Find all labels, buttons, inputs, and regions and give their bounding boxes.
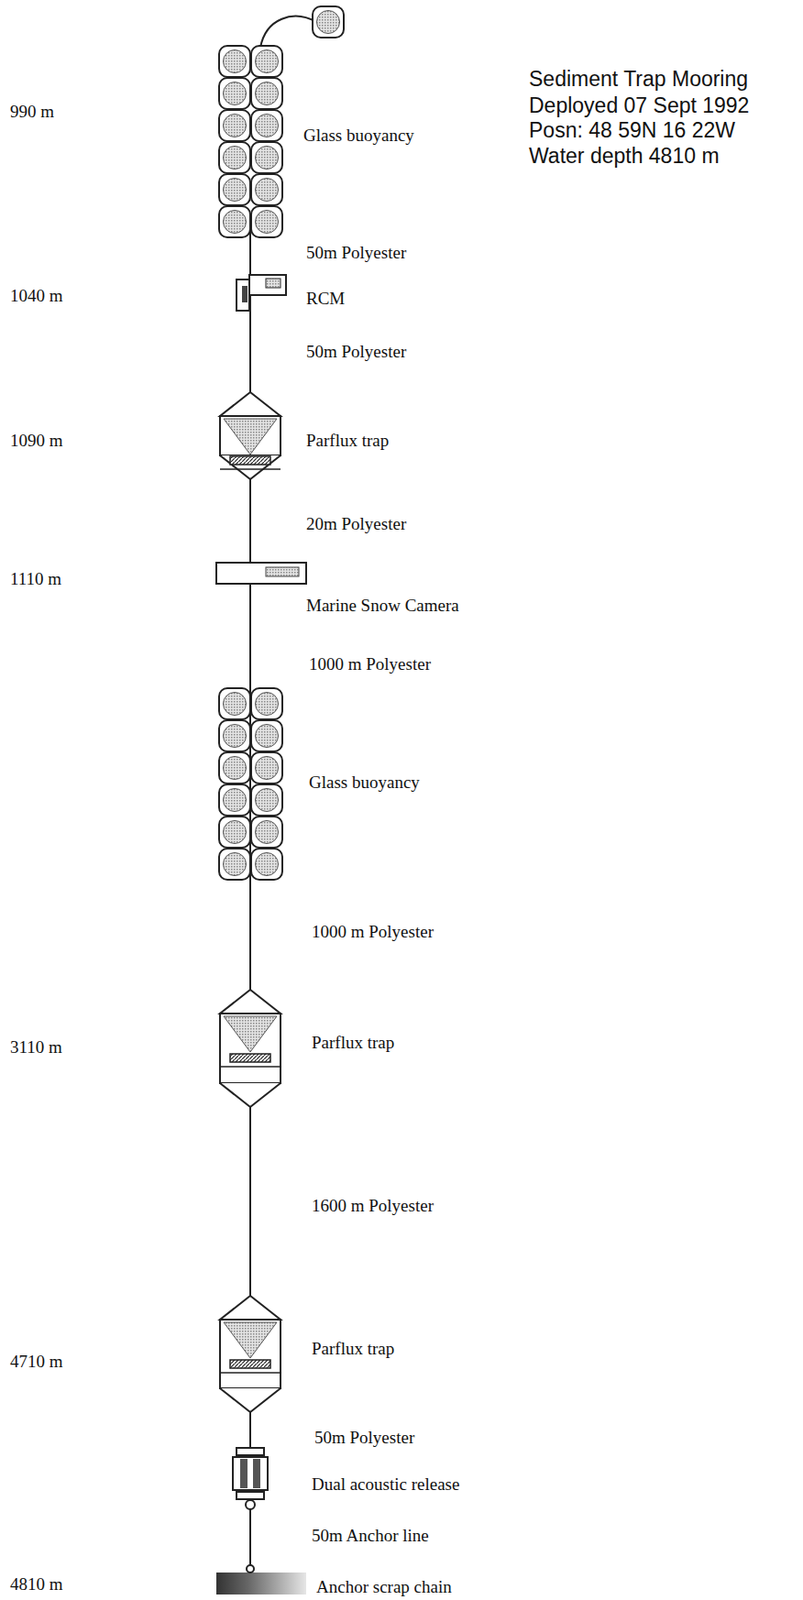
parflux-trap	[220, 990, 281, 1108]
buoy-sphere	[223, 821, 247, 845]
component-label: 50m Polyester	[314, 1428, 415, 1449]
component-label: Parflux trap	[306, 430, 389, 451]
component-label: 1000 m Polyester	[311, 922, 434, 943]
buoy-case	[251, 174, 283, 206]
component-label: 1000 m Polyester	[308, 654, 431, 675]
glass-buoyancy	[219, 688, 283, 880]
buoy-case	[251, 688, 283, 720]
buoy-sphere	[255, 757, 279, 781]
buoy-case	[219, 174, 251, 206]
buoy-sphere	[255, 146, 279, 170]
buoy-case	[312, 6, 344, 38]
buoy-case	[219, 142, 251, 174]
buoy-sphere	[223, 114, 247, 138]
depth-label: 4710 m	[10, 1352, 64, 1373]
buoy-case	[219, 784, 251, 816]
component-label: 50m Polyester	[306, 341, 407, 363]
depth-label: 3110 m	[10, 1037, 63, 1058]
component-label: Glass buoyancy	[303, 125, 415, 146]
buoy-sphere	[223, 693, 247, 716]
current-meter	[236, 275, 286, 311]
buoy-sphere	[255, 725, 279, 748]
buoy-sphere	[223, 725, 247, 748]
component-label: Parflux trap	[311, 1339, 395, 1360]
buoy-sphere	[255, 789, 279, 813]
parflux-trap	[220, 1296, 281, 1413]
buoy-case	[251, 77, 283, 110]
component-label: 20m Polyester	[306, 514, 407, 535]
title: Sediment Trap Mooring	[528, 66, 748, 93]
component-label: Dual acoustic release	[311, 1474, 460, 1496]
buoy-case	[251, 848, 283, 880]
water-depth: Water depth 4810 m	[528, 143, 720, 168]
buoy-sphere	[255, 50, 279, 74]
buoy-case	[219, 848, 251, 880]
component-label: Parflux trap	[311, 1033, 395, 1054]
buoy-sphere	[223, 146, 247, 170]
buoy-case	[251, 45, 283, 77]
parflux-trap	[220, 392, 281, 480]
buoy-case	[251, 784, 283, 816]
component-label: 50m Polyester	[306, 242, 407, 264]
buoy-case	[219, 45, 251, 77]
buoy-case	[251, 752, 283, 784]
buoy-case	[251, 720, 283, 752]
buoy-sphere	[255, 853, 279, 877]
marine-snow-camera	[216, 562, 307, 584]
buoy-sphere	[223, 82, 247, 106]
buoy-case	[219, 110, 251, 142]
glass-buoyancy	[219, 6, 344, 238]
buoy-case	[219, 816, 251, 848]
depth-label: 1090 m	[10, 430, 64, 451]
buoy-case	[219, 720, 251, 752]
buoy-sphere	[223, 853, 247, 877]
buoy-sphere	[255, 178, 279, 202]
buoy-sphere	[223, 757, 247, 781]
depth-label: 4810 m	[10, 1574, 64, 1595]
buoy-sphere	[255, 82, 279, 106]
buoy-case	[251, 816, 283, 848]
buoy-case	[219, 206, 251, 238]
component-label: 50m Anchor line	[311, 1526, 429, 1547]
acoustic-release	[232, 1448, 268, 1510]
component-label: Anchor scrap chain	[316, 1577, 452, 1598]
component-label: RCM	[306, 288, 345, 309]
depth-label: 990 m	[10, 101, 55, 122]
position: Posn: 48 59N 16 22W	[528, 118, 736, 143]
component-label: 1600 m Polyester	[311, 1196, 434, 1217]
buoy-sphere	[255, 114, 279, 138]
buoy-case	[251, 142, 283, 174]
buoy-sphere	[223, 178, 247, 202]
buoy-case	[219, 688, 251, 720]
buoy-case	[251, 206, 283, 238]
buoy-sphere	[317, 11, 341, 34]
buoy-sphere	[223, 789, 247, 813]
buoy-case	[251, 110, 283, 142]
component-label: Glass buoyancy	[308, 772, 420, 793]
anchor-chain	[216, 1565, 307, 1595]
buoy-sphere	[223, 210, 247, 234]
buoy-sphere	[255, 821, 279, 845]
buoy-sphere	[223, 50, 247, 74]
buoy-sphere	[255, 210, 279, 234]
component-label: Marine Snow Camera	[306, 595, 460, 616]
depth-label: 1040 m	[10, 286, 64, 307]
depth-label: 1110 m	[10, 569, 62, 590]
buoy-sphere	[255, 693, 279, 716]
buoy-case	[219, 77, 251, 110]
buoy-case	[219, 752, 251, 784]
buoy-tether	[260, 16, 317, 48]
deployment-date: Deployed 07 Sept 1992	[528, 93, 749, 118]
